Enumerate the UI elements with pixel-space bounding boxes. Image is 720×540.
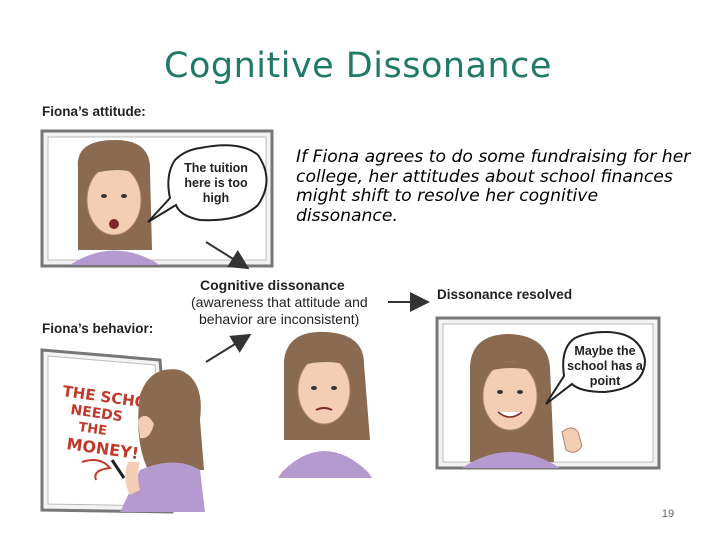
body-text: If Fiona agrees to do some fundraising f… (296, 147, 691, 226)
dissonance-heading: Cognitive dissonance (200, 277, 345, 293)
resolved-panel: Maybe the school has a point (435, 316, 661, 470)
attitude-panel: The tuition here is too high (40, 129, 274, 268)
dissonance-detail-line-1: (awareness that attitude and (191, 294, 368, 310)
bubble-resolved-line-1: Maybe the (574, 344, 635, 358)
resolved-label: Dissonance resolved (437, 287, 573, 302)
bubble-attitude-line-1: The tuition (184, 161, 248, 175)
board-writing-line-2: NEEDS (69, 402, 123, 425)
attitude-label: Fiona’s attitude: (42, 104, 146, 119)
bubble-attitude-line-2: here is too (184, 176, 248, 190)
dissonance-detail-line-2: behavior are inconsistent) (199, 311, 359, 327)
slide-title: Cognitive Dissonance (164, 46, 552, 86)
bubble-resolved-line-2: school has a (567, 359, 644, 373)
bubble-attitude-line-3: high (203, 191, 229, 205)
behavior-label: Fiona’s behavior: (42, 321, 154, 336)
speech-bubble-attitude (147, 144, 268, 223)
behavior-shirt (120, 462, 205, 512)
page-number: 19 (661, 508, 675, 520)
dissonance-figure (278, 331, 372, 478)
behavior-hair (138, 369, 204, 470)
board-writing-line-3: THE (77, 420, 107, 439)
speech-bubble-resolved (545, 330, 647, 405)
shirt-shape (70, 250, 160, 265)
arrow-behavior-to-dissonance (205, 333, 252, 363)
arrow-attitude-to-dissonance (205, 241, 250, 270)
bubble-resolved-line-3: point (590, 374, 621, 388)
behavior-panel: THE SCHOOL NEEDS THE MONEY! (40, 348, 205, 514)
